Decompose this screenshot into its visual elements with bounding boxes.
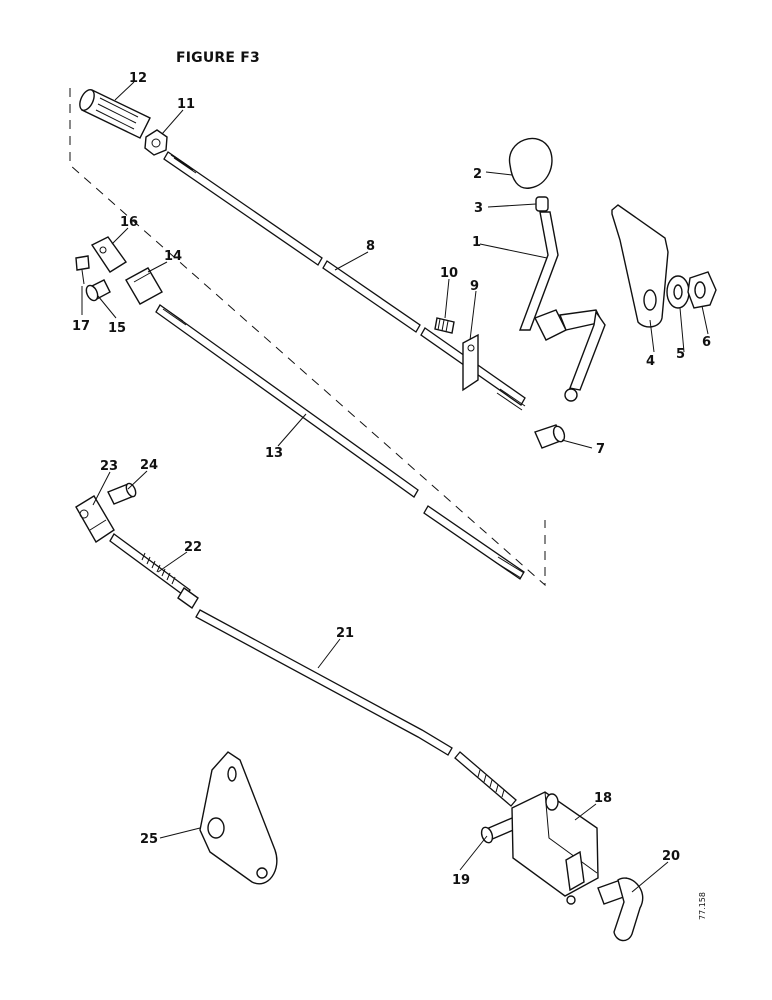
callout-20: 20 [662,849,680,864]
callout-labels: 12 11 2 3 1 4 5 6 7 8 9 10 16 14 17 15 1… [72,71,711,888]
part-9-bracket [462,333,479,392]
callout-22: 22 [184,540,202,555]
callout-25: 25 [140,832,158,847]
part-20-t-handle [597,877,644,942]
callout-3: 3 [474,201,483,216]
callout-24: 24 [140,458,158,473]
part-21-rod [195,609,517,807]
callout-17: 17 [72,319,90,334]
part-7-ferrule [534,424,566,449]
part-18-housing [511,791,599,905]
callout-16: 16 [120,215,138,230]
callout-2: 2 [473,167,482,182]
part-2-knob [508,137,553,189]
callout-10: 10 [440,266,458,281]
part-5-washer [666,275,690,309]
part-12-sleeve [79,89,151,139]
callout-23: 23 [100,459,118,474]
part-22-spring [109,533,199,610]
part-16-clevis-plate [90,236,128,273]
callout-18: 18 [594,791,612,806]
part-6-nut [687,271,717,309]
callout-12: 12 [129,71,147,86]
part-17-bolt [75,255,90,285]
callout-8: 8 [366,239,375,254]
callout-5: 5 [676,347,685,362]
part-25-bracket [199,751,278,885]
part-1-lever [518,211,606,402]
part-15-pin [85,279,111,302]
figure-title: FIGURE F3 [176,50,260,66]
callout-19: 19 [452,873,470,888]
callout-6: 6 [702,335,711,350]
dashed-group-outline [69,88,546,587]
part-11-nut [144,129,168,156]
part-14-clevis [125,267,163,305]
part-10-screw [434,317,455,334]
callout-14: 14 [164,249,182,264]
callout-21: 21 [336,626,354,641]
leader-lines [81,81,709,893]
callout-4: 4 [646,354,655,369]
callout-1: 1 [472,235,481,250]
callout-15: 15 [108,321,126,336]
part-24-pin [107,482,137,505]
part-23-clevis [75,495,115,543]
callout-9: 9 [470,279,479,294]
callout-13: 13 [265,446,283,461]
part-4-plate [611,204,669,328]
callout-7: 7 [596,442,605,457]
part-3-collar [535,196,549,212]
part-13-rod [155,304,525,580]
callout-11: 11 [177,97,195,112]
